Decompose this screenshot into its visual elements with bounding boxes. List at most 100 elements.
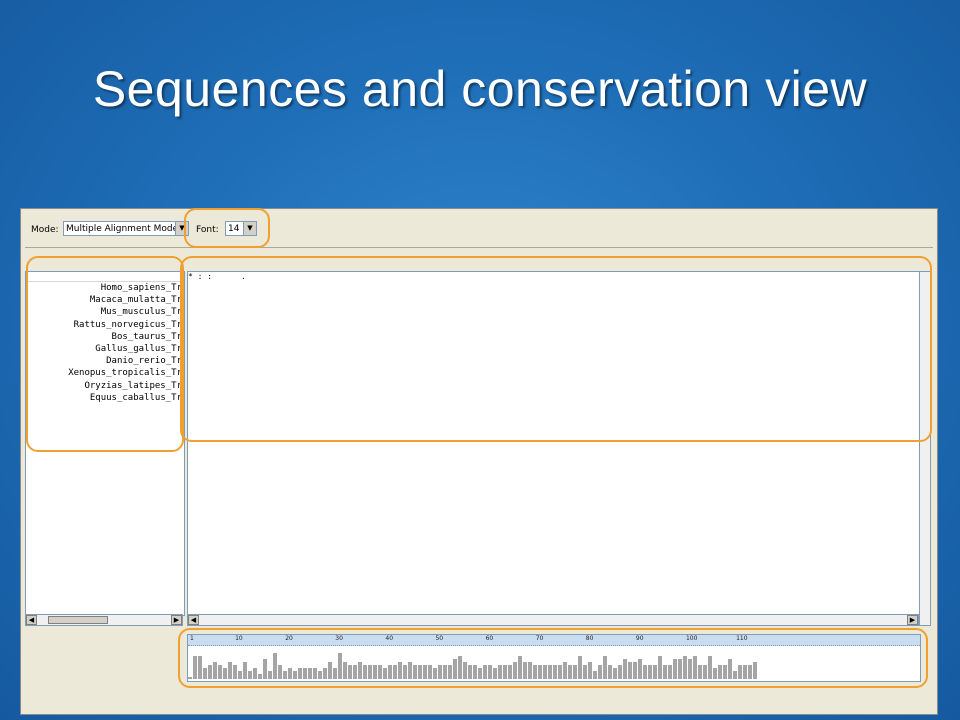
- conservation-bar: [568, 665, 573, 679]
- conservation-bar: [263, 659, 268, 679]
- mode-select-value: Multiple Alignment Mode: [66, 224, 179, 234]
- conservation-bar: [698, 665, 703, 679]
- conservation-bar: [343, 662, 348, 679]
- sequence-row[interactable]: [188, 318, 920, 330]
- conservation-bar: [243, 662, 248, 679]
- conservation-bar: [533, 665, 538, 679]
- conservation-bar: [578, 656, 583, 679]
- sequence-alignment-pane[interactable]: * : : .: [187, 271, 921, 616]
- conservation-bar: [308, 668, 313, 679]
- sequence-name[interactable]: Gallus_gallus_Tr: [95, 343, 182, 354]
- conservation-bar: [573, 665, 578, 679]
- chevron-down-icon[interactable]: ▼: [175, 222, 188, 235]
- conservation-bar: [348, 665, 353, 679]
- sequence-name[interactable]: Equus_caballus_Tr: [89, 392, 182, 403]
- ruler-tick-label: 80: [585, 635, 594, 642]
- conservation-bar: [383, 668, 388, 679]
- conservation-bar: [318, 671, 323, 679]
- sequence-row[interactable]: [188, 391, 920, 403]
- ruler-tick-label: 10: [235, 635, 243, 642]
- conservation-bar: [523, 662, 528, 679]
- conservation-bar: [408, 662, 413, 679]
- conservation-bar: [738, 665, 743, 679]
- conservation-bar: [478, 668, 483, 679]
- conservation-bar: [503, 665, 508, 679]
- conservation-bar: [753, 662, 758, 679]
- conservation-bar: [638, 659, 643, 679]
- conservation-bar: [323, 668, 328, 679]
- conservation-histogram: [188, 647, 920, 679]
- conservation-bar: [393, 665, 398, 679]
- names-horizontal-scrollbar[interactable]: ◀ ▶: [25, 614, 183, 626]
- conservation-bar: [388, 665, 393, 679]
- mode-select[interactable]: Multiple Alignment Mode ▼: [63, 221, 189, 236]
- conservation-bar: [338, 653, 343, 679]
- toolbar: Mode: Multiple Alignment Mode ▼ Font: 14…: [21, 209, 937, 247]
- scrollbar-thumb[interactable]: [48, 616, 108, 624]
- conservation-bar: [723, 665, 728, 679]
- sequence-row[interactable]: [188, 293, 920, 305]
- conservation-markers: * : : .: [188, 272, 246, 281]
- ruler-tick-label: 100: [685, 635, 698, 642]
- sequence-row[interactable]: [188, 354, 920, 366]
- sequence-name[interactable]: Homo_sapiens_Tr: [100, 283, 182, 293]
- conservation-bar: [593, 671, 598, 679]
- conservation-bar: [373, 665, 378, 679]
- mode-label: Mode:: [31, 225, 59, 235]
- scroll-right-icon[interactable]: ▶: [907, 615, 918, 625]
- chevron-down-icon[interactable]: ▼: [243, 222, 256, 235]
- conservation-bar: [688, 659, 693, 679]
- sequence-name[interactable]: Oryzias_latipes_Tr: [84, 380, 182, 391]
- conservation-bar: [558, 665, 563, 679]
- conservation-bar: [543, 665, 548, 679]
- conservation-bar: [728, 659, 733, 679]
- alignment-vertical-scrollbar[interactable]: [919, 271, 931, 626]
- conservation-bar: [683, 656, 688, 679]
- slide-title: Sequences and conservation view: [92, 61, 868, 117]
- sequence-name[interactable]: Danio_rerio_Tr: [106, 356, 182, 367]
- ruler-tick-label: 60: [485, 635, 494, 642]
- conservation-bar: [378, 665, 383, 679]
- conservation-bar: [553, 665, 558, 679]
- conservation-bar: [518, 656, 523, 679]
- font-select[interactable]: 14 ▼: [225, 221, 257, 236]
- sequence-row[interactable]: [188, 305, 920, 317]
- ruler-tick-label: 70: [535, 635, 544, 642]
- conservation-bar: [443, 665, 448, 679]
- sequence-row[interactable]: [188, 330, 920, 342]
- conservation-bar: [628, 662, 633, 679]
- sequence-name[interactable]: Mus_musculus_Tr: [100, 307, 182, 318]
- conservation-bar: [658, 656, 663, 679]
- conservation-bar: [588, 662, 593, 679]
- conservation-bar: [473, 665, 478, 679]
- alignment-horizontal-scrollbar[interactable]: ◀ ▶: [187, 614, 919, 626]
- conservation-bar: [668, 665, 673, 679]
- conservation-bar: [438, 665, 443, 679]
- conservation-bar: [608, 665, 613, 679]
- conservation-bar: [513, 662, 518, 679]
- sequence-row[interactable]: [188, 342, 920, 354]
- sequence-row[interactable]: [188, 281, 920, 293]
- sequence-name[interactable]: Xenopus_tropicalis_Tr: [68, 368, 182, 379]
- conservation-bar: [538, 665, 543, 679]
- conservation-bar: [303, 668, 308, 679]
- scroll-left-icon[interactable]: ◀: [26, 615, 37, 625]
- conservation-bar: [703, 665, 708, 679]
- sequence-name[interactable]: Rattus_norvegicus_Tr: [73, 319, 182, 330]
- conservation-bar: [228, 662, 233, 679]
- conservation-bar: [748, 665, 753, 679]
- sequence-name[interactable]: Bos_taurus_Tr: [111, 331, 182, 342]
- scroll-right-icon[interactable]: ▶: [171, 615, 182, 625]
- conservation-bar: [198, 656, 203, 679]
- conservation-bar: [288, 668, 293, 679]
- conservation-bar: [273, 653, 278, 679]
- sequence-name[interactable]: Macaca_mulatta_Tr: [89, 295, 182, 306]
- sequence-row[interactable]: [188, 366, 920, 378]
- font-select-value: 14: [228, 224, 240, 234]
- scroll-left-icon[interactable]: ◀: [188, 615, 199, 625]
- conservation-bar: [673, 659, 678, 679]
- sequence-row[interactable]: [188, 379, 920, 391]
